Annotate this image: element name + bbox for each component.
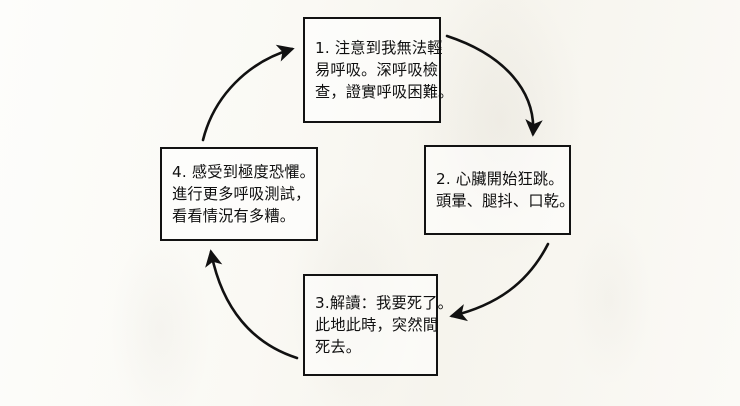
node-3-line-3: 死去。 [315,338,362,357]
node-3-line-2: 此地此時，突然間 [315,315,439,334]
node-3-line-1: 3.解讀：我要死了。 [315,293,453,312]
node-1-line-3: 查，證實呼吸困難。 [315,83,454,102]
node-box-1[interactable]: 1. 注意到我無法輕 易呼吸。深呼吸檢 查，證實呼吸困難。 [303,17,454,123]
arrow-2-to-3 [449,242,550,322]
arrow-3-to-4 [205,249,299,360]
arrow-4-to-1 [201,44,295,142]
node-4-line-2: 進行更多呼吸測試， [172,184,311,203]
node-1-line-1: 1. 注意到我無法輕 [315,38,443,57]
node-1-line-2: 易呼吸。深呼吸檢 [315,60,439,79]
node-2-line-1: 2. 心臟開始狂跳。 [436,169,564,188]
node-4-line-1: 4. 感受到極度恐懼。 [172,162,316,181]
arrow-1-to-2 [445,34,543,137]
node-box-4[interactable]: 4. 感受到極度恐懼。 進行更多呼吸測試， 看看情況有多糟。 [160,147,318,241]
node-4-line-3: 看看情況有多糟。 [172,207,296,226]
node-box-2[interactable]: 2. 心臟開始狂跳。 頭暈、腿抖、口乾。 [424,145,575,235]
node-2-line-2: 頭暈、腿抖、口乾。 [436,192,575,210]
node-box-3[interactable]: 3.解讀：我要死了。 此地此時，突然間 死去。 [303,274,453,376]
